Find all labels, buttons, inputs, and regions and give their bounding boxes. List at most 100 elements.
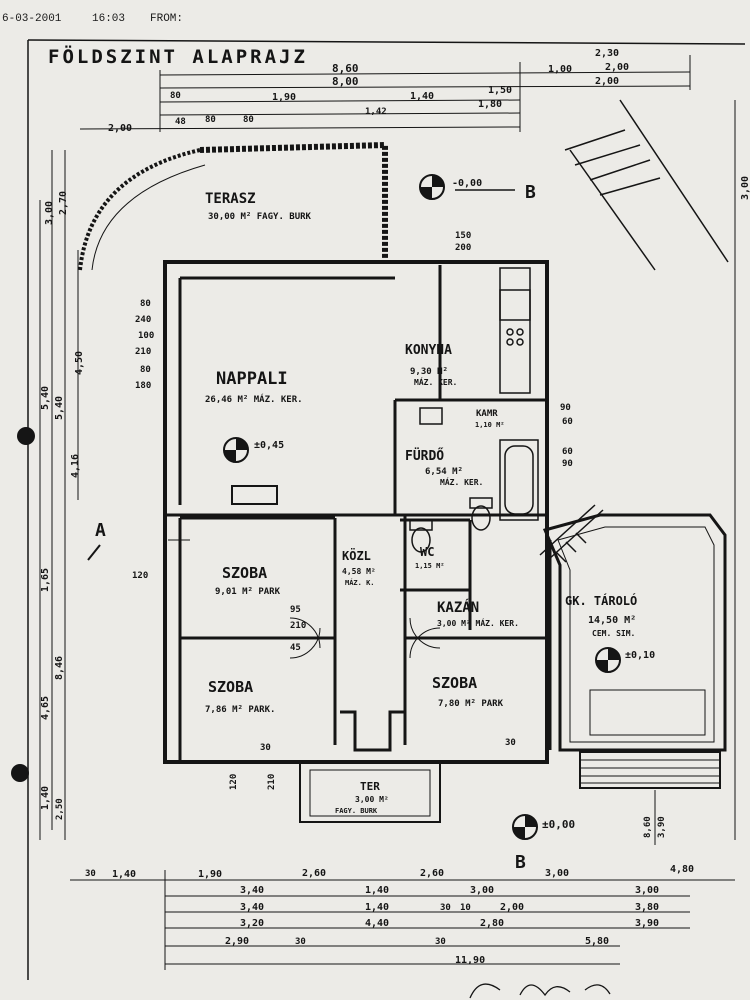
dim-inner-8: 150 bbox=[455, 231, 471, 241]
szoba1-area: 9,01 M² PARK bbox=[215, 587, 281, 597]
szoba2-area: 7,86 M² PARK. bbox=[205, 705, 275, 715]
dim-small-3: 48 bbox=[175, 117, 186, 127]
entry-vestibule bbox=[299, 710, 441, 823]
dim-inner-11: 60 bbox=[562, 417, 573, 427]
dim-small-2: 80 bbox=[205, 115, 216, 125]
dim-bottom-r2-1: 3,40 bbox=[240, 885, 264, 896]
level-terrace: -0,00 bbox=[452, 178, 482, 189]
dim-left-1: 3,00 bbox=[44, 201, 55, 225]
dim-left-8: 4,65 bbox=[40, 696, 51, 720]
dim-inner-12: 60 bbox=[562, 447, 573, 457]
dim-top-right-1: 2,30 bbox=[595, 48, 619, 59]
terasz-name: TERASZ bbox=[205, 191, 256, 207]
dim-bottom-r1-1: 30 bbox=[85, 869, 96, 879]
dim-left-3: 5,40 bbox=[40, 386, 51, 410]
dim-bottom-r4-1: 3,20 bbox=[240, 918, 264, 929]
dim-overall-1: 8,60 bbox=[332, 62, 359, 75]
furdo-area: 6,54 M² bbox=[425, 467, 463, 477]
dim-top-sub-3: 1,50 bbox=[488, 85, 512, 96]
dim-right-2: 8,60 bbox=[643, 816, 653, 838]
dim-top-sub-4: 1,80 bbox=[478, 99, 502, 110]
dim-left-4: 5,40 bbox=[54, 396, 65, 420]
furdo-name: FÜRDŐ bbox=[405, 448, 444, 464]
left-dimension-lines bbox=[39, 150, 79, 840]
dim-top-right-4: 2,00 bbox=[595, 76, 619, 87]
terasz-area: 30,00 M² FAGY. BURK bbox=[208, 212, 312, 222]
dim-bottom-r1-3: 1,90 bbox=[198, 869, 222, 880]
dim-small-4: 80 bbox=[243, 115, 254, 125]
szoba2-name: SZOBA bbox=[208, 678, 253, 696]
furdo-floor: MÁZ. KER. bbox=[440, 476, 483, 487]
dim-bottom-r2-2: 1,40 bbox=[365, 885, 389, 896]
ramp-hatching bbox=[564, 99, 729, 271]
section-mark-b-bottom: B bbox=[515, 852, 526, 873]
dim-left-11: 2,50 bbox=[55, 798, 65, 820]
top-dimension-lines bbox=[79, 55, 691, 132]
dim-inner-3: 100 bbox=[138, 331, 154, 341]
storage-walls bbox=[542, 513, 727, 789]
dim-bottom-r4-3: 2,80 bbox=[480, 918, 504, 929]
dim-left-9: 1,65 bbox=[40, 568, 51, 592]
fax-date: 6-03-2001 bbox=[2, 13, 62, 25]
interior-walls bbox=[178, 265, 552, 760]
dim-overall-2: 8,00 bbox=[332, 75, 359, 88]
level-living: ±0,45 bbox=[254, 440, 284, 451]
dim-bottom-r3-4: 10 bbox=[460, 903, 471, 913]
dim-bottom-r1-2: 1,40 bbox=[112, 869, 136, 880]
dim-bottom-r1-4: 2,60 bbox=[302, 868, 326, 879]
kozl-name: KÖZL bbox=[342, 548, 371, 563]
nappali-name: NAPPALI bbox=[216, 369, 288, 389]
konyha-name: KONYHA bbox=[405, 343, 452, 358]
toilet-bath bbox=[469, 497, 493, 531]
section-mark-b-top: B bbox=[525, 182, 536, 203]
dim-bottom-r3-1: 3,40 bbox=[240, 902, 264, 913]
fax-from-label: FROM: bbox=[150, 13, 183, 25]
dim-inner-9: 200 bbox=[455, 243, 471, 253]
dim-top-rowc: 1,42 bbox=[365, 107, 387, 117]
kazan-name: KAZÁN bbox=[437, 599, 479, 616]
dim-right-3: 3,90 bbox=[657, 816, 667, 838]
dim-bottom-r1-7: 4,80 bbox=[670, 864, 694, 875]
dim-inner-15: 30 bbox=[505, 738, 516, 748]
dim-small-1: 80 bbox=[170, 91, 181, 101]
dim-bottom-r5-3: 30 bbox=[435, 937, 446, 947]
dim-inner-10: 90 bbox=[560, 403, 571, 413]
dim-left-7: 8,46 bbox=[54, 656, 65, 680]
szoba3-name: SZOBA bbox=[432, 674, 477, 692]
dim-left-6: 4,50 bbox=[74, 351, 85, 375]
dim-inner-13: 90 bbox=[562, 459, 573, 469]
dim-top-sub-1: 1,90 bbox=[272, 92, 296, 103]
kazan-area: 3,00 M² MÁZ. KER. bbox=[437, 617, 519, 628]
dim-bottom-r3-2: 1,40 bbox=[365, 902, 389, 913]
dim-bottom-r2-3: 3,00 bbox=[470, 885, 494, 896]
dim-bottom-r3-3: 30 bbox=[440, 903, 451, 913]
szoba1-name: SZOBA bbox=[222, 564, 267, 582]
tarolo-floor: CEM. SIM. bbox=[592, 629, 635, 638]
tarolo-name: GK. TÁROLÓ bbox=[565, 593, 637, 608]
nappali-area: 26,46 M² MÁZ. KER. bbox=[205, 393, 303, 405]
inner-dims: 80 240 100 210 80 180 120 150 200 90 60 … bbox=[132, 231, 573, 790]
dim-left-5: 4,16 bbox=[70, 454, 81, 478]
dim-top-right-2: 1,00 bbox=[548, 64, 572, 75]
dim-inner-19: 120 bbox=[229, 774, 239, 790]
fax-header: 6-03-2001 16:03 FROM: bbox=[2, 13, 183, 25]
signature-scribble bbox=[469, 983, 611, 999]
dim-inner-4: 210 bbox=[135, 347, 151, 357]
dim-top-sub-2: 1,40 bbox=[410, 91, 434, 102]
dim-bottom-r4-4: 3,90 bbox=[635, 918, 659, 929]
dim-inner-16: 95 bbox=[290, 605, 301, 615]
dim-top-right-3: 2,00 bbox=[605, 62, 629, 73]
dim-bottom-r1-6: 3,00 bbox=[545, 868, 569, 879]
bathtub bbox=[499, 439, 539, 521]
dim-bottom-r4-2: 4,40 bbox=[365, 918, 389, 929]
sink bbox=[419, 407, 443, 425]
konyha-area: 9,30 M² bbox=[410, 367, 448, 377]
wc-toilet bbox=[409, 519, 433, 553]
kitchen-counter bbox=[499, 267, 531, 394]
dim-bottom-r5-4: 5,80 bbox=[585, 936, 609, 947]
wc-area: 1,15 M² bbox=[415, 562, 445, 570]
kamra-area: 1,10 M² bbox=[475, 421, 505, 429]
terrace-curved-edge bbox=[78, 148, 201, 271]
tarolo-area: 14,50 M² bbox=[588, 615, 636, 626]
